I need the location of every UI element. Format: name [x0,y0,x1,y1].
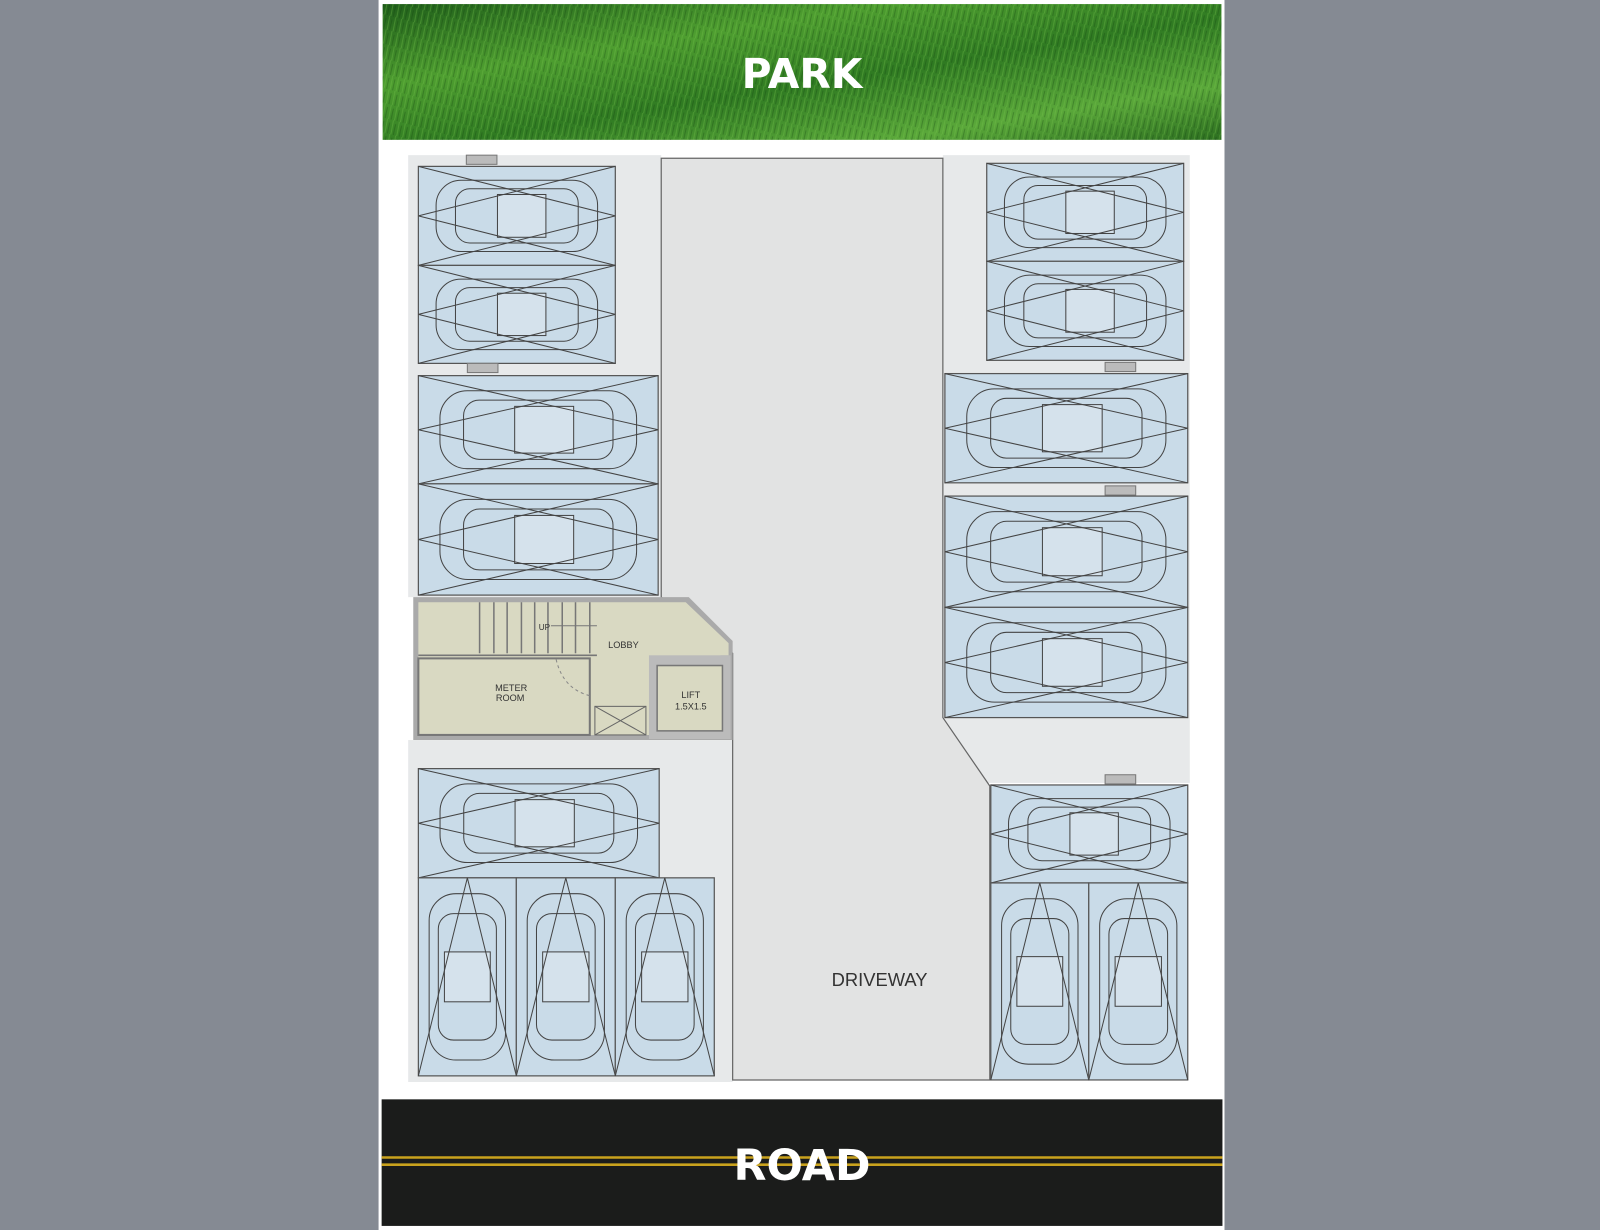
parking-spot [417,877,517,1077]
parking-spot [515,877,616,1077]
car-icon [515,877,616,1076]
up-label: UP [539,623,551,632]
pillar [1104,485,1137,496]
road-label: ROAD [734,1141,871,1191]
pillar [1104,361,1137,373]
car-icon [418,375,659,485]
driveway-label: DRIVEWAY [832,969,928,990]
car-icon [986,162,1184,262]
parking-spot [417,483,659,596]
parking-spot [986,260,1185,361]
duct [594,705,647,736]
car-icon [418,768,660,879]
parking-spot [417,165,616,267]
parking-spot [417,264,616,364]
pillar [465,154,498,165]
car-icon [614,877,715,1076]
lobby-label: LOBBY [608,640,639,650]
car-icon [944,373,1188,484]
car-icon [990,882,1090,1081]
park-area: PARK [382,4,1222,140]
parking-spot [944,606,1189,719]
pillar [1104,774,1137,785]
meter-room-label-2: ROOM [496,693,525,703]
car-icon [990,784,1188,884]
meter-room-label: METER [495,683,527,693]
parking-spot [614,877,715,1077]
car-icon [1088,882,1189,1081]
parking-spots [417,154,1189,1081]
parking-spot [944,372,1189,484]
car-icon [418,165,616,266]
lift-label: LIFT [681,690,700,700]
lift-size-label: 1.5X1.5 [675,701,707,711]
car-icon [418,264,616,364]
staircase [418,602,597,657]
meter-room [417,657,591,736]
lobby-block: UP LOBBY METER ROOM LIFT 1.5X1.5 [413,597,733,741]
parking-spot [417,768,660,879]
road: ROAD [381,1099,1223,1226]
park-label: PARK [742,50,864,98]
car-icon [986,260,1184,361]
pillar [466,362,499,374]
car-icon [944,495,1188,608]
car-icon [418,483,659,596]
car-icon [944,606,1188,719]
parking-spot [1088,882,1189,1081]
parking-spot [986,162,1185,262]
parking-spot [944,495,1189,608]
lift [656,664,724,732]
car-icon [417,877,517,1076]
parking-spot [990,882,1090,1081]
parking-spot [417,375,659,485]
parking-spot [990,784,1189,884]
